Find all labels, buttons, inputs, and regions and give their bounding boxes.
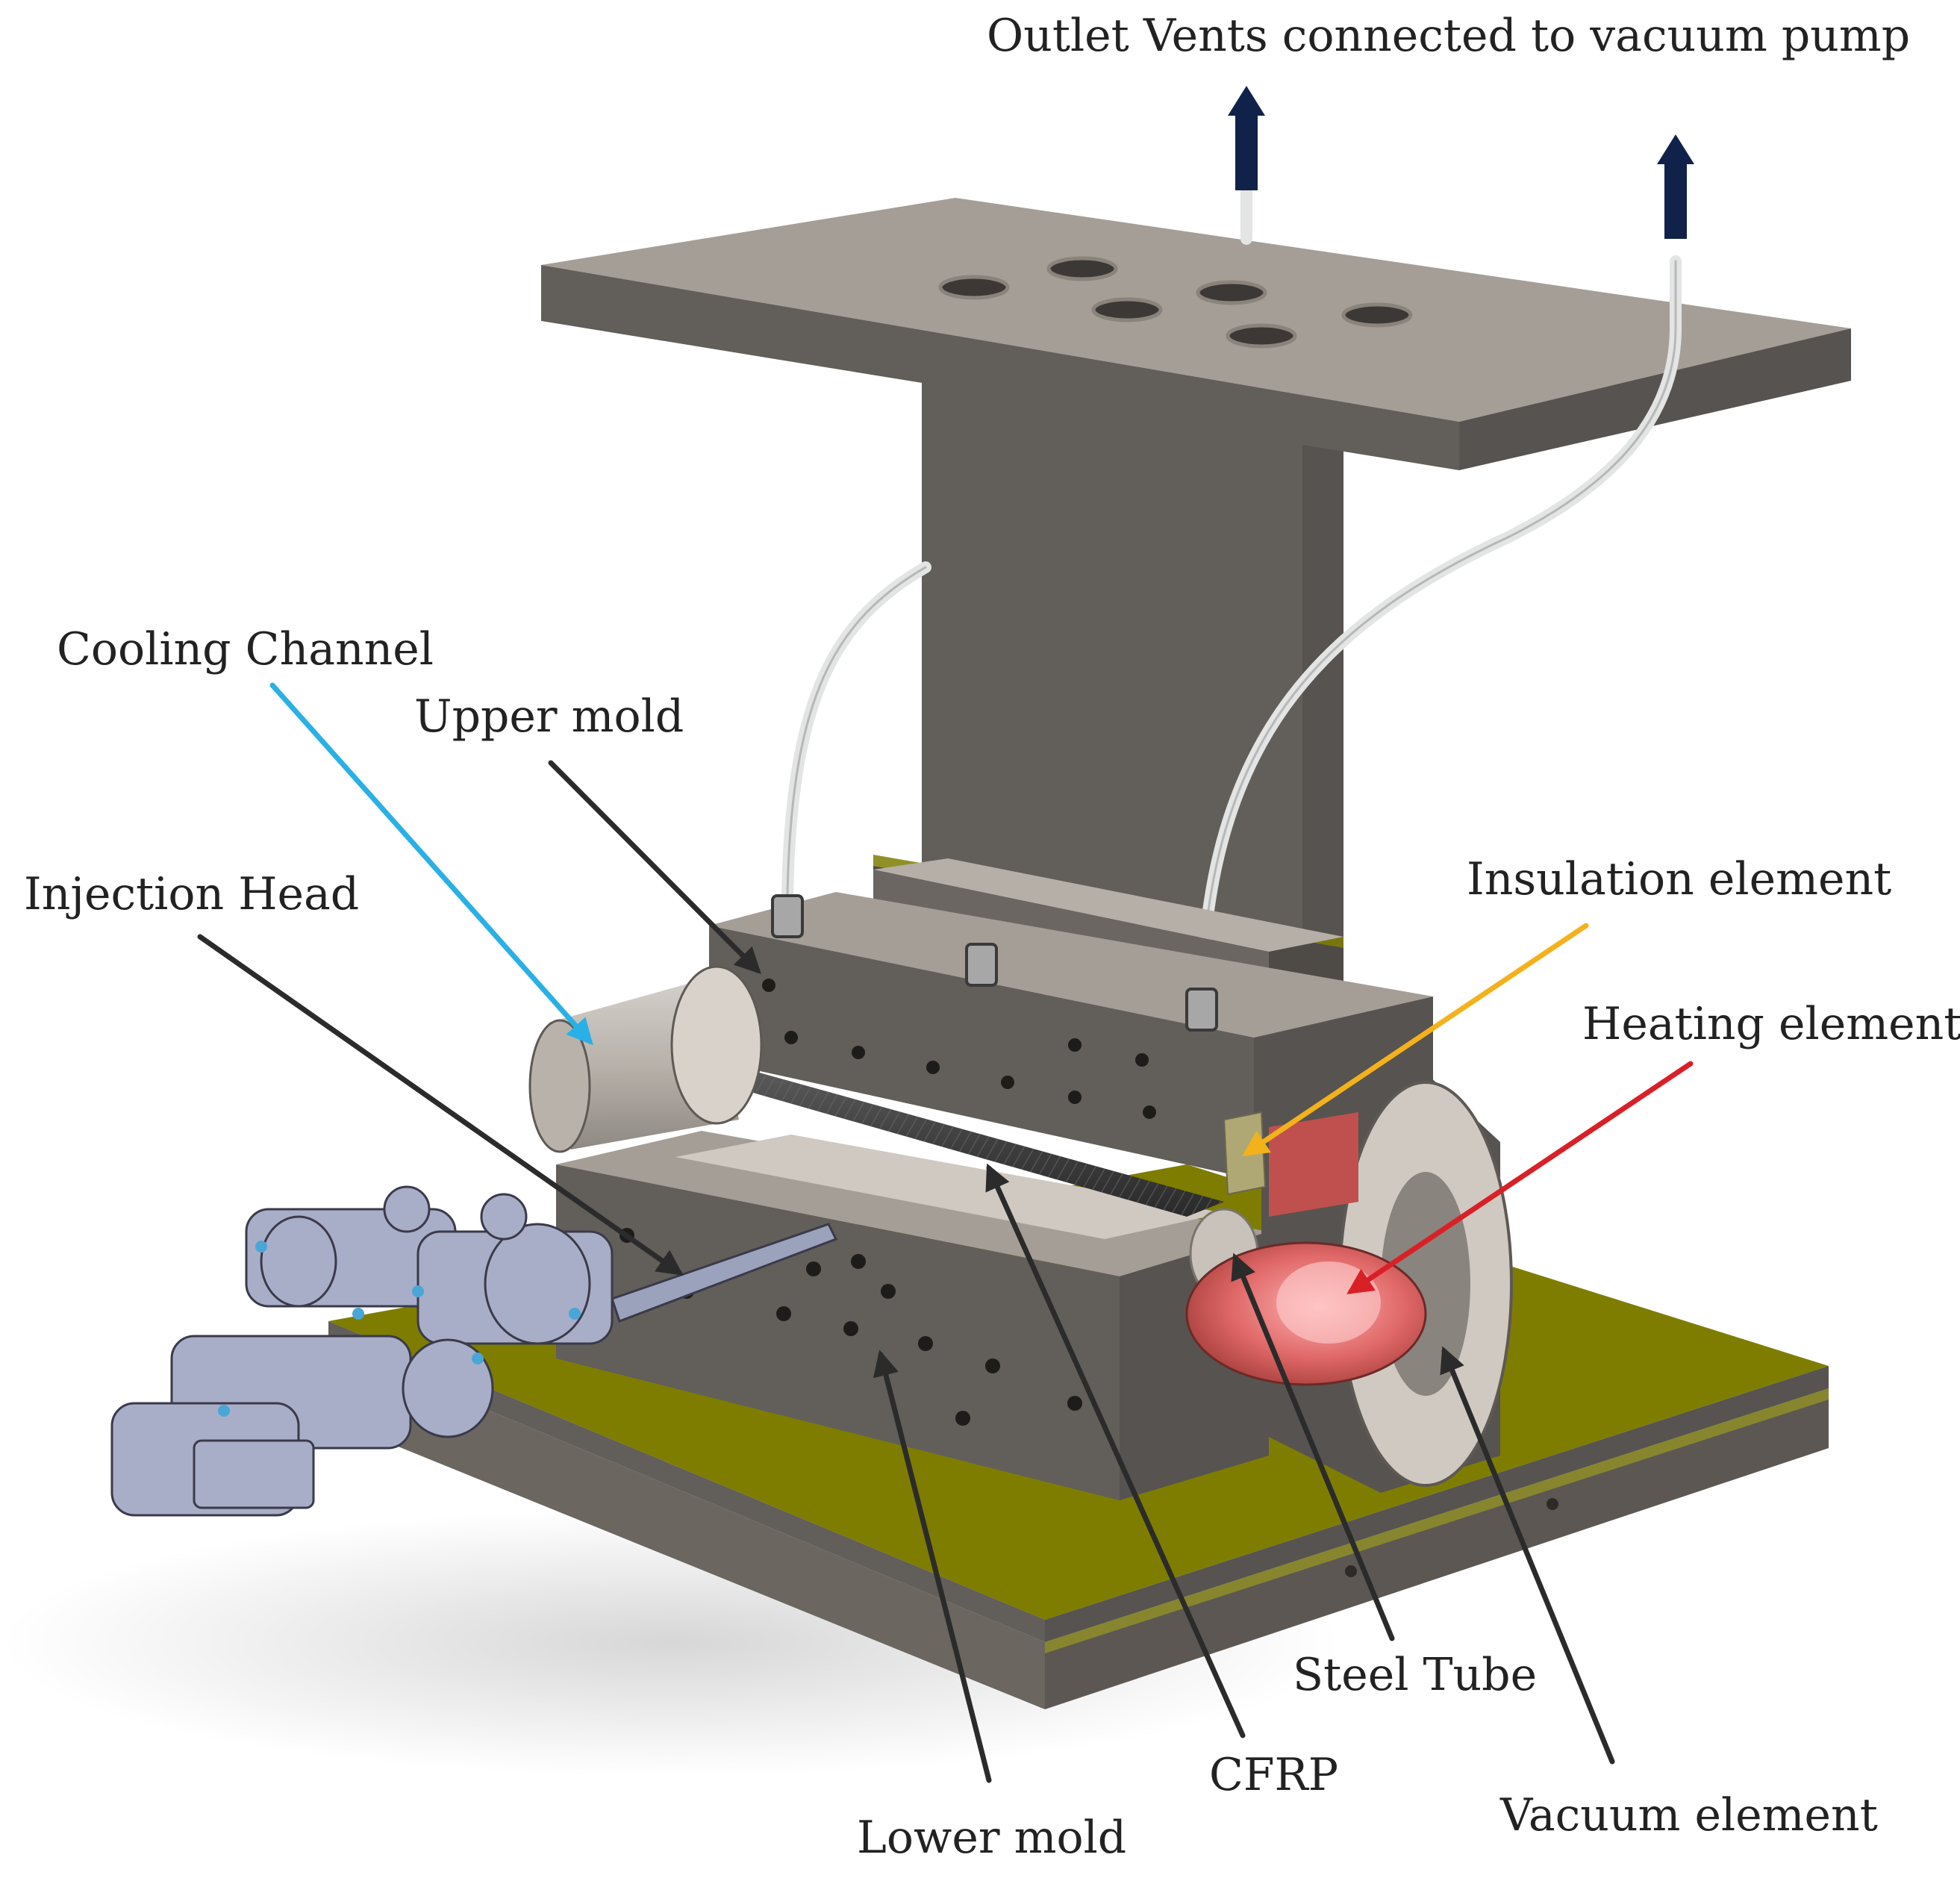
upper-mold-arrow [548, 760, 761, 974]
cooling-channel-arrow [269, 682, 593, 1046]
label-lower-mold: Lower mold [857, 1812, 1127, 1864]
injection-head-arrow [197, 934, 684, 1276]
vacuum-element-arrow [1440, 1346, 1615, 1765]
steel-tube-arrow [1231, 1253, 1395, 1641]
cfrp-arrow [985, 1163, 1246, 1738]
lower-mold-arrow [873, 1350, 992, 1783]
lower-mold [556, 1131, 1269, 1500]
label-cooling-channel: Cooling Channel [57, 623, 434, 676]
label-steel-tube: Steel Tube [1293, 1649, 1538, 1701]
label-vacuum-element: Vacuum element [1500, 1789, 1878, 1841]
cfrp-tube [717, 1071, 1224, 1217]
vent-arrows [1228, 86, 1694, 239]
label-injection-head: Injection Head [24, 868, 360, 920]
leader-arrows [197, 682, 1694, 1783]
label-heating-element: Heating element [1582, 998, 1960, 1050]
label-cfrp: CFRP [1209, 1749, 1339, 1801]
upper-press-plate [541, 198, 1851, 985]
insulation-element-arrow [1242, 923, 1589, 1156]
injection-head-assembly [110, 1185, 838, 1517]
label-upper-mold: Upper mold [414, 690, 684, 743]
heating-element-arrow [1346, 1061, 1694, 1294]
vacuum-hoses [781, 181, 1682, 999]
label-insulation-element: Insulation element [1467, 853, 1892, 905]
cooling-channel-cylinder [528, 965, 763, 1153]
label-outlet-vents: Outlet Vents connected to vacuum pump [987, 10, 1911, 62]
